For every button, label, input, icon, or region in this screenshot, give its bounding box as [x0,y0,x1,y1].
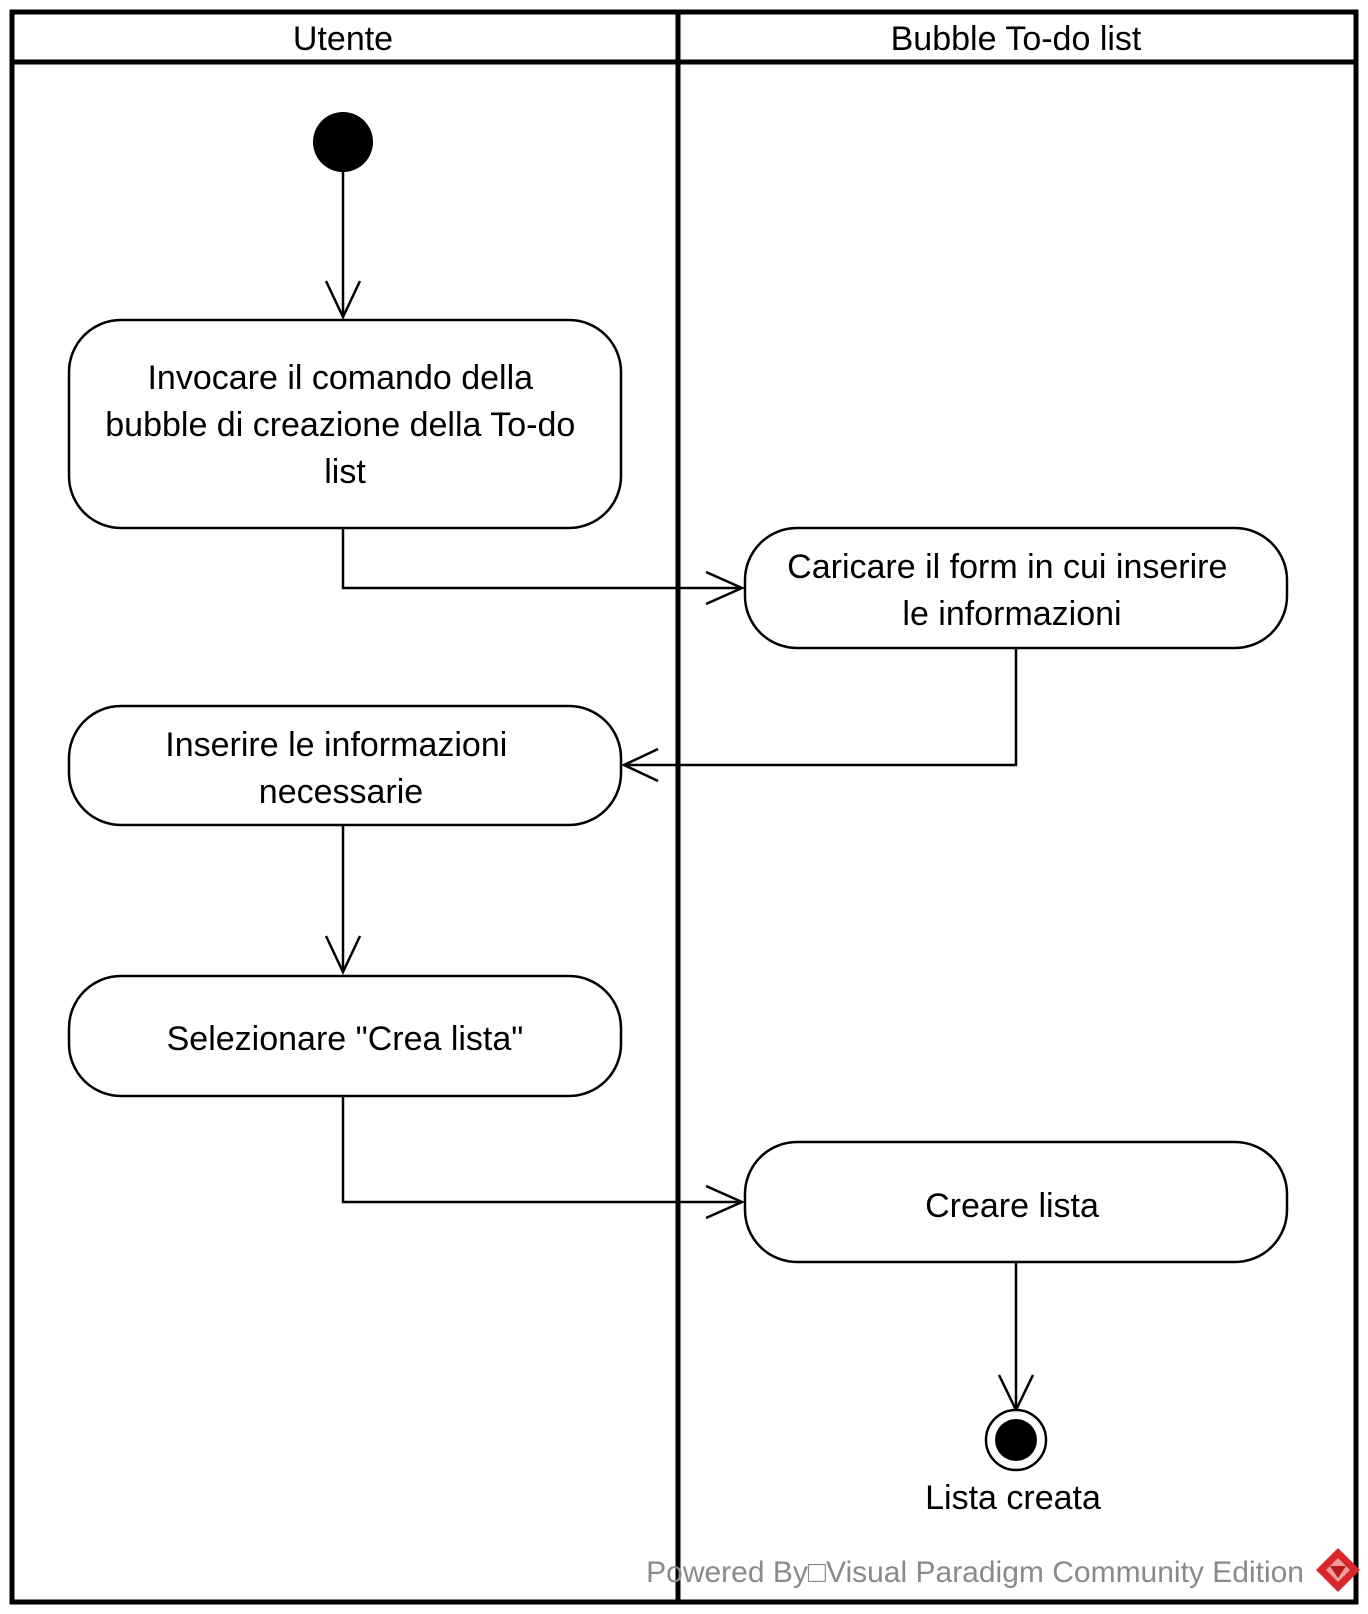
action-select-create: Selezionare "Crea lista" [67,974,623,1098]
svg-text:Invocare il comando della: Invocare il comando della bubble di crea… [105,359,585,491]
lane-title-bubble-todo: Bubble To-do list [891,20,1142,58]
action-create-list: Creare lista [743,1140,1289,1264]
final-node-core [995,1419,1037,1461]
action-invoke-command: Invocare il comando della bubble di crea… [67,318,623,530]
visual-paradigm-logo-icon [1316,1548,1360,1592]
action-insert-info: Inserire le informazioni necessarie [67,704,623,827]
final-node-label: Lista creata [925,1479,1101,1517]
flow-invoke-to-load-form [341,528,746,606]
action-load-form-line-1: Caricare il form in cui inserire [787,548,1227,586]
watermark-text: Powered By□Visual Paradigm Community Edi… [646,1556,1304,1589]
flow-insert-info-to-select-create [324,825,362,975]
svg-text:Inserire le informazioni: Inserire le informazioni necessarie [165,726,516,811]
action-load-form: Caricare il form in cui inserire le info… [743,526,1289,650]
initial-node [313,112,373,172]
svg-text:Selezionare "Crea lista": Selezionare "Crea lista" [167,1020,524,1058]
svg-text:Creare lista: Creare lista [925,1187,1099,1225]
final-node [984,1408,1048,1472]
flow-load-form-to-insert-info [621,648,1018,783]
action-invoke-command-line-3: list [324,453,366,491]
action-create-list-line-1: Creare lista [925,1187,1099,1225]
svg-text:Caricare il form in cui inseri: Caricare il form in cui inserire le info… [787,548,1237,633]
action-load-form-line-2: le informazioni [902,595,1121,633]
flow-initial-to-invoke [324,172,362,320]
action-invoke-command-line-2: bubble di creazione della To-do [105,406,575,444]
action-insert-info-line-1: Inserire le informazioni [165,726,507,764]
action-select-create-line-1: Selezionare "Crea lista" [167,1020,524,1058]
action-invoke-command-line-1: Invocare il comando della [147,359,533,397]
action-insert-info-line-2: necessarie [259,773,423,811]
lane-title-utente: Utente [293,20,393,58]
flow-select-create-to-create-list [341,1096,746,1220]
